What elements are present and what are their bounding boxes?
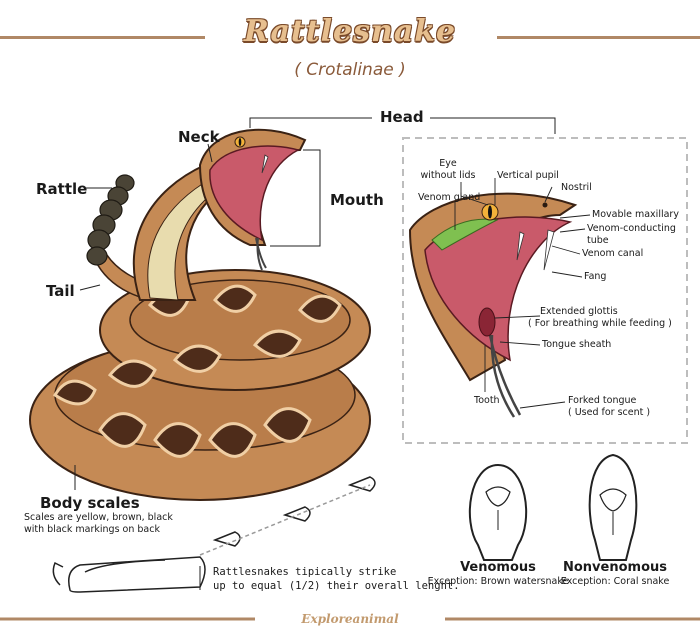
header-line-left [0, 36, 205, 39]
page-title: Rattlesnake [243, 14, 457, 49]
label-head: Head [380, 108, 424, 126]
snake-rattle [86, 174, 135, 266]
label-mouth: Mouth [330, 191, 384, 209]
label-forked-tongue-line2: ( Used for scent ) [568, 407, 651, 418]
label-vertical-pupil: Vertical pupil [497, 170, 559, 181]
head-detail-box [402, 137, 688, 444]
label-glottis-line1: Extended glottis [540, 306, 618, 317]
label-movable-maxillary: Movable maxillary [592, 209, 679, 220]
label-glottis: Extended glottis ( For breathing while f… [528, 306, 672, 330]
label-venom-tube: Venom-conducting tube [587, 223, 676, 247]
strike-diagram [52, 476, 376, 593]
page-subtitle: ( Crotalinae ) [294, 60, 406, 80]
snake-head [198, 128, 307, 271]
nonvenomous-skull [588, 453, 638, 561]
leader-lines [74, 117, 556, 490]
label-tongue-sheath: Tongue sheath [542, 339, 612, 350]
label-neck: Neck [178, 128, 220, 146]
label-fang: Fang [584, 271, 607, 282]
label-eye-line2: without lids [420, 170, 476, 181]
footer-brand: Exploreanimal [301, 612, 399, 626]
label-tooth: Tooth [474, 395, 500, 406]
label-nonvenomous: Nonvenomous [562, 560, 667, 575]
label-venom-gland: Venom gland [418, 192, 481, 203]
detail-leader-lines [454, 178, 591, 409]
header-line-right [497, 36, 700, 39]
label-nonvenomous-exception: Exception: Coral snake [560, 576, 670, 587]
label-venom-canal: Venom canal [582, 248, 644, 259]
label-forked-tongue-line1: Forked tongue [568, 395, 637, 406]
label-forked-tongue: Forked tongue ( Used for scent ) [568, 395, 650, 419]
strike-text-2: up to equal (1/2) their overall lenght. [213, 580, 460, 592]
label-eye-line1: Eye [439, 158, 457, 169]
label-glottis-line2: ( For breathing while feeding ) [528, 318, 672, 329]
label-venomous: Venomous [460, 560, 536, 575]
label-venomous-exception: Exception: Brown watersnake [427, 576, 569, 587]
snake-body-coils [29, 269, 371, 501]
label-rattle: Rattle [36, 180, 88, 198]
body-scales-desc-1: Scales are yellow, brown, black [24, 512, 173, 523]
venomous-skull [468, 463, 528, 561]
label-venom-tube-line2: tube [587, 235, 609, 246]
label-nostril: Nostril [561, 182, 592, 193]
label-venom-tube-line1: Venom-conducting [587, 223, 676, 234]
strike-text-1: Rattlesnakes tipically strike [213, 566, 397, 578]
body-scales-desc-2: with black markings on back [24, 524, 160, 535]
label-tail: Tail [46, 282, 75, 300]
label-eye: Eye without lids [418, 158, 478, 182]
head-detail-illustration [408, 192, 578, 418]
label-body-scales: Body scales [40, 494, 140, 512]
